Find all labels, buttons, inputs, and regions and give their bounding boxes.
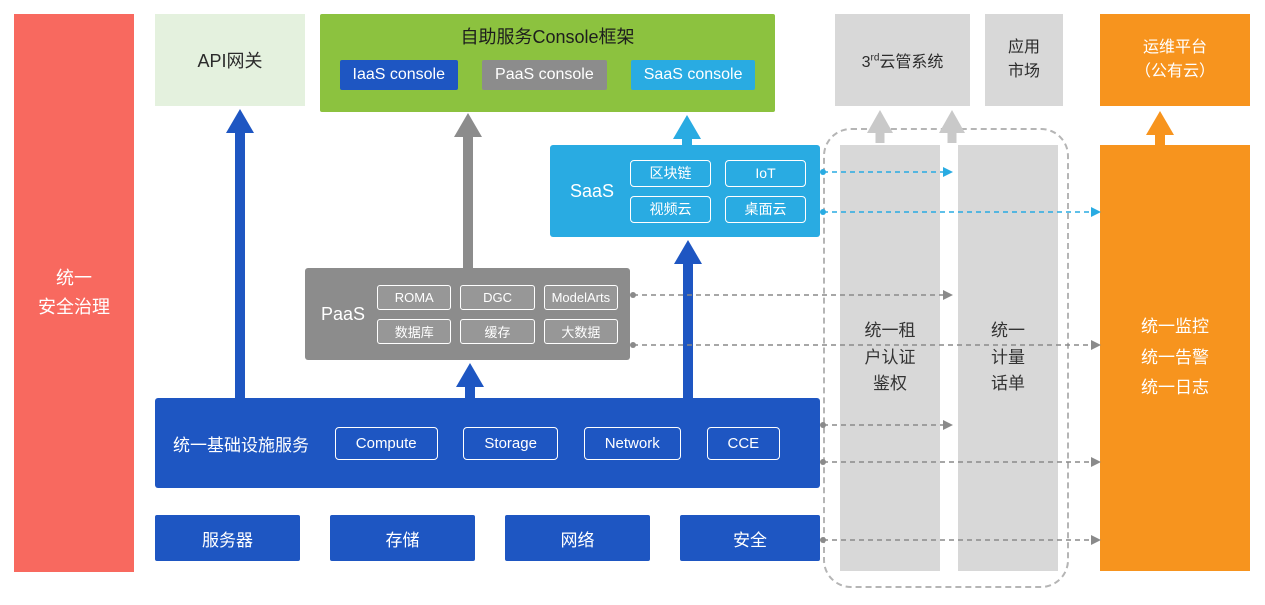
paas-label: PaaS [321, 303, 366, 324]
saas-console-chip: SaaS console [630, 60, 756, 90]
paas-item-database: 数据库 [377, 318, 452, 344]
iaas-item-compute: Compute [334, 426, 438, 460]
paas-box: PaaS ROMA DGC ModelArts 数据库 缓存 大数据 [305, 268, 630, 360]
om-platform-box: 运维平台 （公有云） [1100, 14, 1250, 106]
saas-box: SaaS 区块链 IoT 视频云 桌面云 [550, 145, 820, 237]
api-gateway-box: API网关 [155, 14, 305, 106]
paas-items: ROMA DGC ModelArts 数据库 缓存 大数据 [377, 284, 618, 344]
monitoring-box: 统一监控 统一告警 统一日志 [1100, 145, 1250, 571]
iaas-item-storage: Storage [463, 426, 558, 460]
arrow-iaas-to-paas [456, 363, 484, 398]
iaas-console-chip: IaaS console [339, 60, 459, 90]
third-party-cloud-mgmt-label: 3rd云管系统 [861, 52, 944, 71]
iaas-item-network: Network [583, 426, 681, 460]
security-governance-bar: 统一 安全治理 [14, 14, 134, 572]
arrow-monitoring-to-om-platform [1146, 111, 1174, 145]
iaas-label: 统一基础设施服务 [173, 435, 309, 455]
app-market-box: 应用 市场 [985, 14, 1063, 106]
arrow-iaas-to-saas [674, 240, 702, 398]
paas-console-chip: PaaS console [482, 60, 607, 90]
api-gateway-label: API网关 [197, 51, 263, 71]
paas-item-bigdata: 大数据 [543, 318, 618, 344]
infra-box-storage: 存储 [330, 515, 475, 561]
saas-label: SaaS [570, 180, 615, 201]
arrow-saas-to-console [673, 115, 701, 145]
arrow-paas-to-console [454, 113, 482, 268]
saas-items: 区块链 IoT 视频云 桌面云 [630, 159, 806, 223]
iaas-box: 统一基础设施服务 Compute Storage Network CCE [155, 398, 820, 488]
infra-box-network: 网络 [505, 515, 650, 561]
console-chip-row: IaaS console PaaS console SaaS console [320, 60, 775, 90]
saas-item-iot: IoT [725, 159, 806, 187]
console-framework-title: 自助服务Console框架 [460, 27, 635, 47]
saas-item-blockchain: 区块链 [630, 159, 712, 187]
paas-item-dgc: DGC [460, 284, 535, 310]
infra-box-server: 服务器 [155, 515, 300, 561]
console-framework-box: 自助服务Console框架 IaaS console PaaS console … [320, 14, 775, 112]
saas-item-desktop-cloud: 桌面云 [725, 195, 806, 223]
iaas-items: Compute Storage Network CCE [309, 426, 806, 460]
third-party-cloud-mgmt-box: 3rd云管系统 [835, 14, 970, 106]
arrow-iaas-to-api-gateway [226, 109, 254, 398]
tenant-auth-bar: 统一租 户认证 鉴权 [840, 145, 940, 571]
paas-item-modelarts: ModelArts [543, 284, 618, 310]
saas-item-video-cloud: 视频云 [630, 195, 712, 223]
infra-box-security: 安全 [680, 515, 820, 561]
paas-item-cache: 缓存 [460, 318, 535, 344]
iaas-item-cce: CCE [706, 426, 781, 460]
metering-bar: 统一 计量 话单 [958, 145, 1058, 571]
paas-item-roma: ROMA [377, 284, 452, 310]
